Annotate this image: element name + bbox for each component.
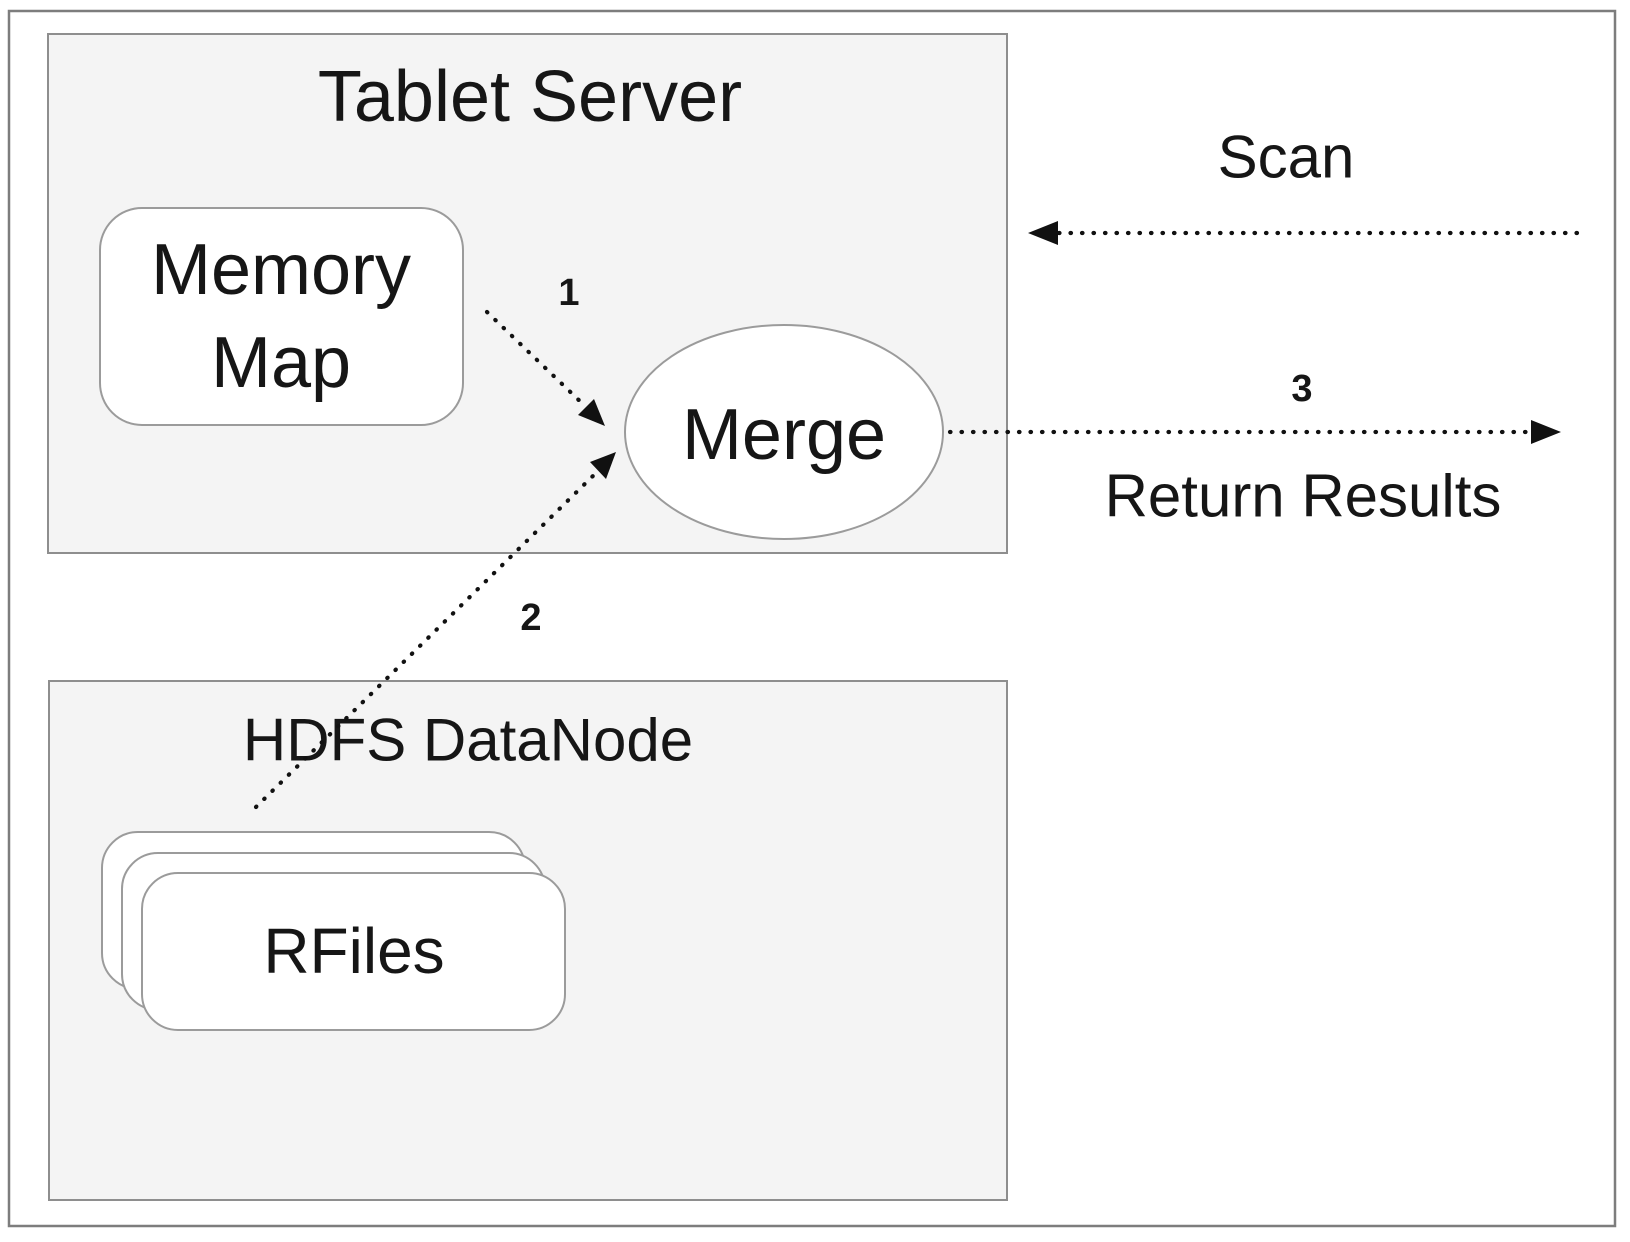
scan-label: Scan <box>1218 124 1355 191</box>
return-results-label: Return Results <box>1105 463 1502 530</box>
rfiles-card <box>141 872 566 1031</box>
flow2-arrow <box>253 468 601 810</box>
flow1-arrowhead <box>578 399 605 426</box>
memory-map-label-line1: Memory <box>151 230 411 310</box>
flow1-step-label: 1 <box>558 272 579 314</box>
flow1-arrow <box>484 309 589 410</box>
flow2-step-label: 2 <box>520 597 541 639</box>
return-step-label: 3 <box>1291 368 1312 410</box>
merge-label: Merge <box>682 395 886 475</box>
memory-map-label-line2: Map <box>211 323 351 403</box>
outer-frame <box>7 9 1617 1228</box>
flow2-arrowhead <box>590 452 616 479</box>
merge-node <box>624 324 944 540</box>
tablet-server-title: Tablet Server <box>318 57 742 137</box>
hdfs-datanode-title: HDFS DataNode <box>243 707 693 774</box>
return-arrowhead <box>1531 420 1561 444</box>
rfiles-label: RFiles <box>263 915 444 987</box>
memory-map-node <box>99 207 464 426</box>
scan-arrowhead <box>1028 221 1058 245</box>
